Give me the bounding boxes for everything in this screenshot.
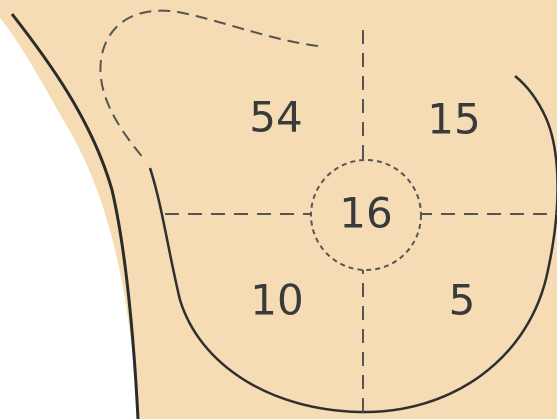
central-value: 16	[339, 189, 392, 238]
upper-outer-value: 54	[249, 93, 302, 142]
upper-inner-value: 15	[427, 95, 480, 144]
lower-inner-value: 5	[449, 276, 476, 325]
lower-outer-value: 10	[250, 276, 303, 325]
